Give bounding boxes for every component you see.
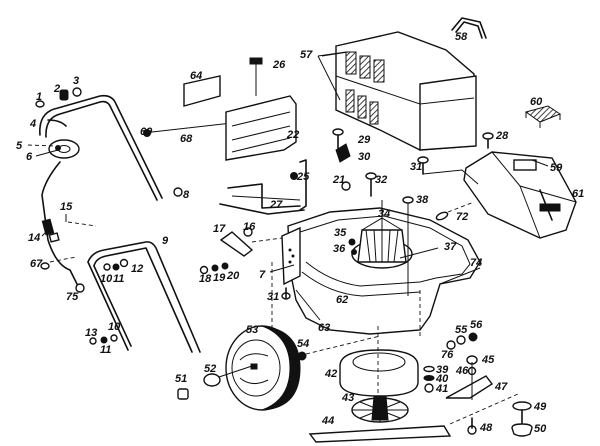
label-part-60: 60 [530,96,543,108]
upper-handle-drawing [39,94,163,201]
label-part-15: 15 [60,201,73,213]
deck-drawing [271,207,481,340]
label-part-31b: 31 [267,291,279,303]
label-part-9: 9 [162,235,169,247]
label-part-64: 64 [190,70,202,82]
label-part-6: 6 [26,151,33,163]
label-part-10a: 10 [100,273,113,285]
label-part-41: 41 [435,383,448,395]
label-part-1: 1 [36,91,42,103]
label-part-2: 2 [53,83,60,95]
label-part-45: 45 [481,354,495,366]
label-part-20: 20 [226,270,240,282]
label-part-27: 27 [269,199,283,211]
label-part-34: 34 [378,208,390,220]
label-part-54: 54 [297,338,309,350]
cable-reel-drawing [48,139,80,159]
flap-bracket-drawing [219,159,307,215]
deck-screws [281,128,494,300]
handle-hardware [35,87,233,345]
label-part-25: 25 [296,171,310,183]
label-part-18: 18 [199,273,212,285]
label-part-38: 38 [416,194,429,206]
label-part-53: 53 [246,324,258,336]
wheel-drawing [177,325,381,411]
fan-wheel-drawing [351,395,409,423]
right-hardware [423,332,533,437]
label-part-5: 5 [16,140,23,152]
label-part-14: 14 [28,232,40,244]
label-part-67: 67 [30,258,43,270]
motor-cover-drawing [463,151,577,239]
label-part-72: 72 [456,211,468,223]
grass-box-drawing [317,31,477,151]
label-part-3: 3 [73,75,79,87]
label-part-52: 52 [204,363,216,375]
label-part-40: 40 [435,373,449,385]
handle-bracket-drawing [199,227,283,275]
label-part-47: 47 [494,381,508,393]
label-part-69: 69 [140,126,153,138]
label-part-74: 74 [470,257,482,269]
label-part-42: 42 [324,368,337,380]
label-part-68: 68 [180,133,193,145]
label-part-4: 4 [29,118,36,130]
label-part-61: 61 [572,188,584,200]
label-part-35: 35 [334,227,347,239]
label-part-11a: 11 [113,273,124,285]
label-part-46: 46 [455,365,469,377]
label-part-44: 44 [321,415,334,427]
label-part-28: 28 [495,130,509,142]
blade-drawing [308,425,452,443]
label-part-31a: 31 [410,161,422,173]
label-part-39: 39 [436,364,449,376]
label-part-36: 36 [333,243,346,255]
lower-handle-drawing [87,241,201,353]
cable-drawing [41,161,81,291]
label-part-57: 57 [300,49,313,61]
leader-lines [27,51,549,321]
label-part-62: 62 [336,294,348,306]
label-part-11b: 11 [100,344,111,356]
part-labels: 1 2 3 4 5 6 7 8 9 10 11 12 13 10 11 14 1… [16,31,584,435]
label-part-26: 26 [272,59,286,71]
label-plate-drawing [183,75,221,107]
label-part-7: 7 [259,269,266,281]
label-part-76: 76 [441,349,454,361]
label-part-22: 22 [286,129,299,141]
motor-drawing [348,200,413,269]
label-part-49: 49 [533,401,547,413]
label-part-29: 29 [357,134,371,146]
label-part-16: 16 [243,221,256,233]
label-part-48: 48 [479,422,493,434]
switch-cover-drawing [524,105,562,128]
label-part-63: 63 [318,322,330,334]
label-part-56: 56 [470,319,483,331]
box-handle-drawing [451,17,487,39]
label-part-43: 43 [341,392,354,404]
label-part-58: 58 [455,31,468,43]
label-part-55: 55 [455,324,468,336]
label-part-8: 8 [183,189,190,201]
label-part-37: 37 [444,241,457,253]
label-part-10b: 10 [108,321,121,333]
label-part-21: 21 [332,174,345,186]
side-plate-drawing [281,226,301,286]
label-part-13: 13 [85,327,97,339]
label-part-75: 75 [66,291,79,303]
label-part-59: 59 [550,162,563,174]
label-part-51: 51 [175,373,187,385]
label-part-32: 32 [375,174,387,186]
rear-flap-drawing [225,57,297,161]
label-part-12: 12 [131,263,143,275]
label-part-19: 19 [213,272,226,284]
label-part-17: 17 [213,223,226,235]
label-part-50: 50 [534,423,547,435]
label-part-30: 30 [358,151,371,163]
